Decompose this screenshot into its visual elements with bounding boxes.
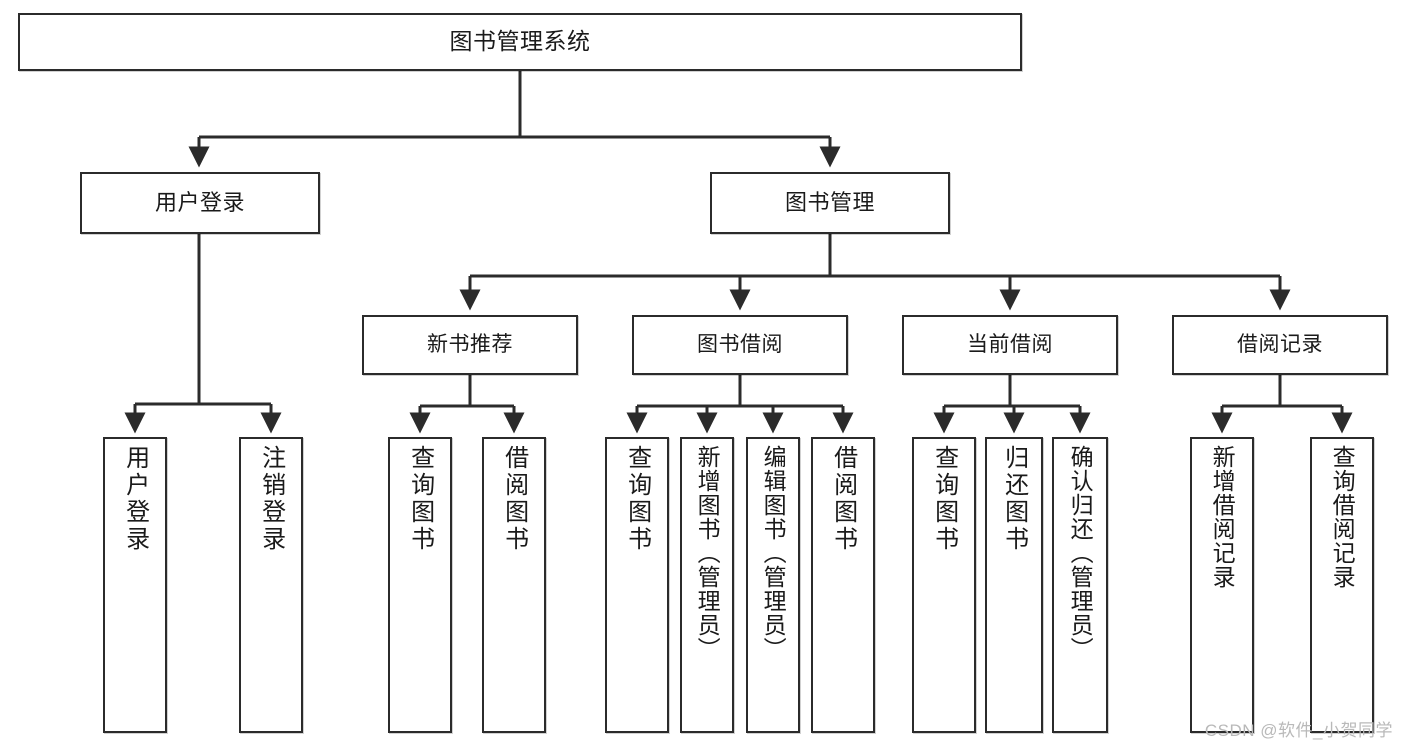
node-leaf-add-book[interactable]: 新增图书（管理员） xyxy=(680,437,734,733)
node-user-login[interactable]: 用户登录 xyxy=(80,172,320,234)
node-label: 查询图书 xyxy=(930,445,958,553)
node-label: 借阅图书 xyxy=(829,445,857,553)
node-label: 新书推荐 xyxy=(427,332,513,356)
node-label: 当前借阅 xyxy=(967,332,1053,356)
node-book-manage[interactable]: 图书管理 xyxy=(710,172,950,234)
node-label: 用户登录 xyxy=(154,190,245,216)
node-label: 查询图书 xyxy=(623,445,651,553)
node-leaf-query-book-current[interactable]: 查询图书 xyxy=(912,437,976,733)
node-label: 查询借阅记录 xyxy=(1329,445,1356,589)
node-leaf-user-login[interactable]: 用户登录 xyxy=(103,437,167,733)
node-new-book-recommend[interactable]: 新书推荐 xyxy=(362,315,578,375)
node-label: 新增图书（管理员） xyxy=(694,445,721,661)
watermark-text: CSDN @软件_小贺同学 xyxy=(1204,721,1393,740)
node-label: 编辑图书（管理员） xyxy=(760,445,787,661)
node-borrow-record[interactable]: 借阅记录 xyxy=(1172,315,1388,375)
node-label: 用户登录 xyxy=(121,445,149,553)
node-leaf-user-logout[interactable]: 注销登录 xyxy=(239,437,303,733)
node-current-borrow[interactable]: 当前借阅 xyxy=(902,315,1118,375)
node-leaf-add-borrow-record[interactable]: 新增借阅记录 xyxy=(1190,437,1254,733)
node-leaf-confirm-return[interactable]: 确认归还（管理员） xyxy=(1052,437,1108,733)
node-leaf-borrow-book[interactable]: 借阅图书 xyxy=(811,437,875,733)
node-label: 图书管理系统 xyxy=(449,28,591,55)
node-label: 确认归还（管理员） xyxy=(1067,445,1094,661)
node-label: 查询图书 xyxy=(406,445,434,553)
node-label: 注销登录 xyxy=(257,445,285,553)
node-label: 借阅图书 xyxy=(500,445,528,553)
node-leaf-query-borrow-record[interactable]: 查询借阅记录 xyxy=(1310,437,1374,733)
node-leaf-query-book-recommend[interactable]: 查询图书 xyxy=(388,437,452,733)
node-leaf-return-book[interactable]: 归还图书 xyxy=(985,437,1043,733)
node-leaf-borrow-book-recommend[interactable]: 借阅图书 xyxy=(482,437,546,733)
node-label: 新增借阅记录 xyxy=(1209,445,1236,589)
node-leaf-query-book-borrow[interactable]: 查询图书 xyxy=(605,437,669,733)
node-label: 图书管理 xyxy=(784,190,875,216)
node-label: 归还图书 xyxy=(1000,445,1028,553)
node-root-book-management-system[interactable]: 图书管理系统 xyxy=(18,13,1022,71)
node-label: 借阅记录 xyxy=(1237,332,1323,356)
node-label: 图书借阅 xyxy=(697,332,783,356)
node-book-borrow[interactable]: 图书借阅 xyxy=(632,315,848,375)
node-leaf-edit-book[interactable]: 编辑图书（管理员） xyxy=(746,437,800,733)
